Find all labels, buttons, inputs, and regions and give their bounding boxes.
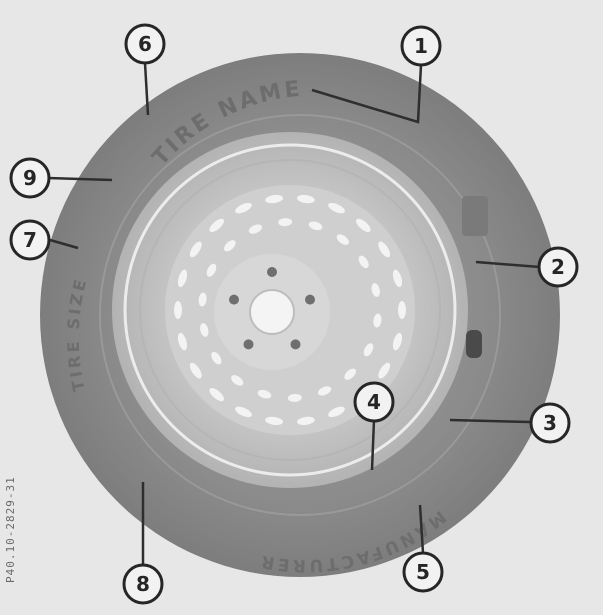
callout-5: 5 — [404, 553, 442, 591]
callout-2: 2 — [539, 248, 577, 286]
lug-bolt — [229, 295, 239, 305]
callout-4: 4 — [355, 383, 393, 421]
callout-label-1: 1 — [414, 34, 428, 58]
callout-label-6: 6 — [138, 32, 152, 56]
callout-8: 8 — [124, 565, 162, 603]
lug-bolt — [244, 339, 254, 349]
callout-label-4: 4 — [367, 390, 381, 414]
callout-1: 1 — [402, 27, 440, 65]
callout-3: 3 — [531, 404, 569, 442]
callout-6: 6 — [126, 25, 164, 63]
callout-label-7: 7 — [23, 228, 37, 252]
lug-bolt — [267, 267, 277, 277]
callout-label-3: 3 — [543, 411, 557, 435]
lug-bolt — [305, 295, 315, 305]
figure-reference-code: P40.10-2829-31 — [4, 450, 28, 610]
lug-bolt — [291, 339, 301, 349]
vent-slot — [174, 301, 182, 319]
callout-label-9: 9 — [23, 166, 37, 190]
callout-9: 9 — [11, 159, 49, 197]
callout-7: 7 — [11, 221, 49, 259]
center-bore — [250, 290, 294, 334]
vent-slot — [398, 301, 406, 319]
callout-label-5: 5 — [416, 560, 430, 584]
callout-label-2: 2 — [551, 255, 565, 279]
valve-stem — [466, 330, 482, 358]
dot-code-marking — [462, 196, 488, 236]
callout-label-8: 8 — [136, 572, 150, 596]
